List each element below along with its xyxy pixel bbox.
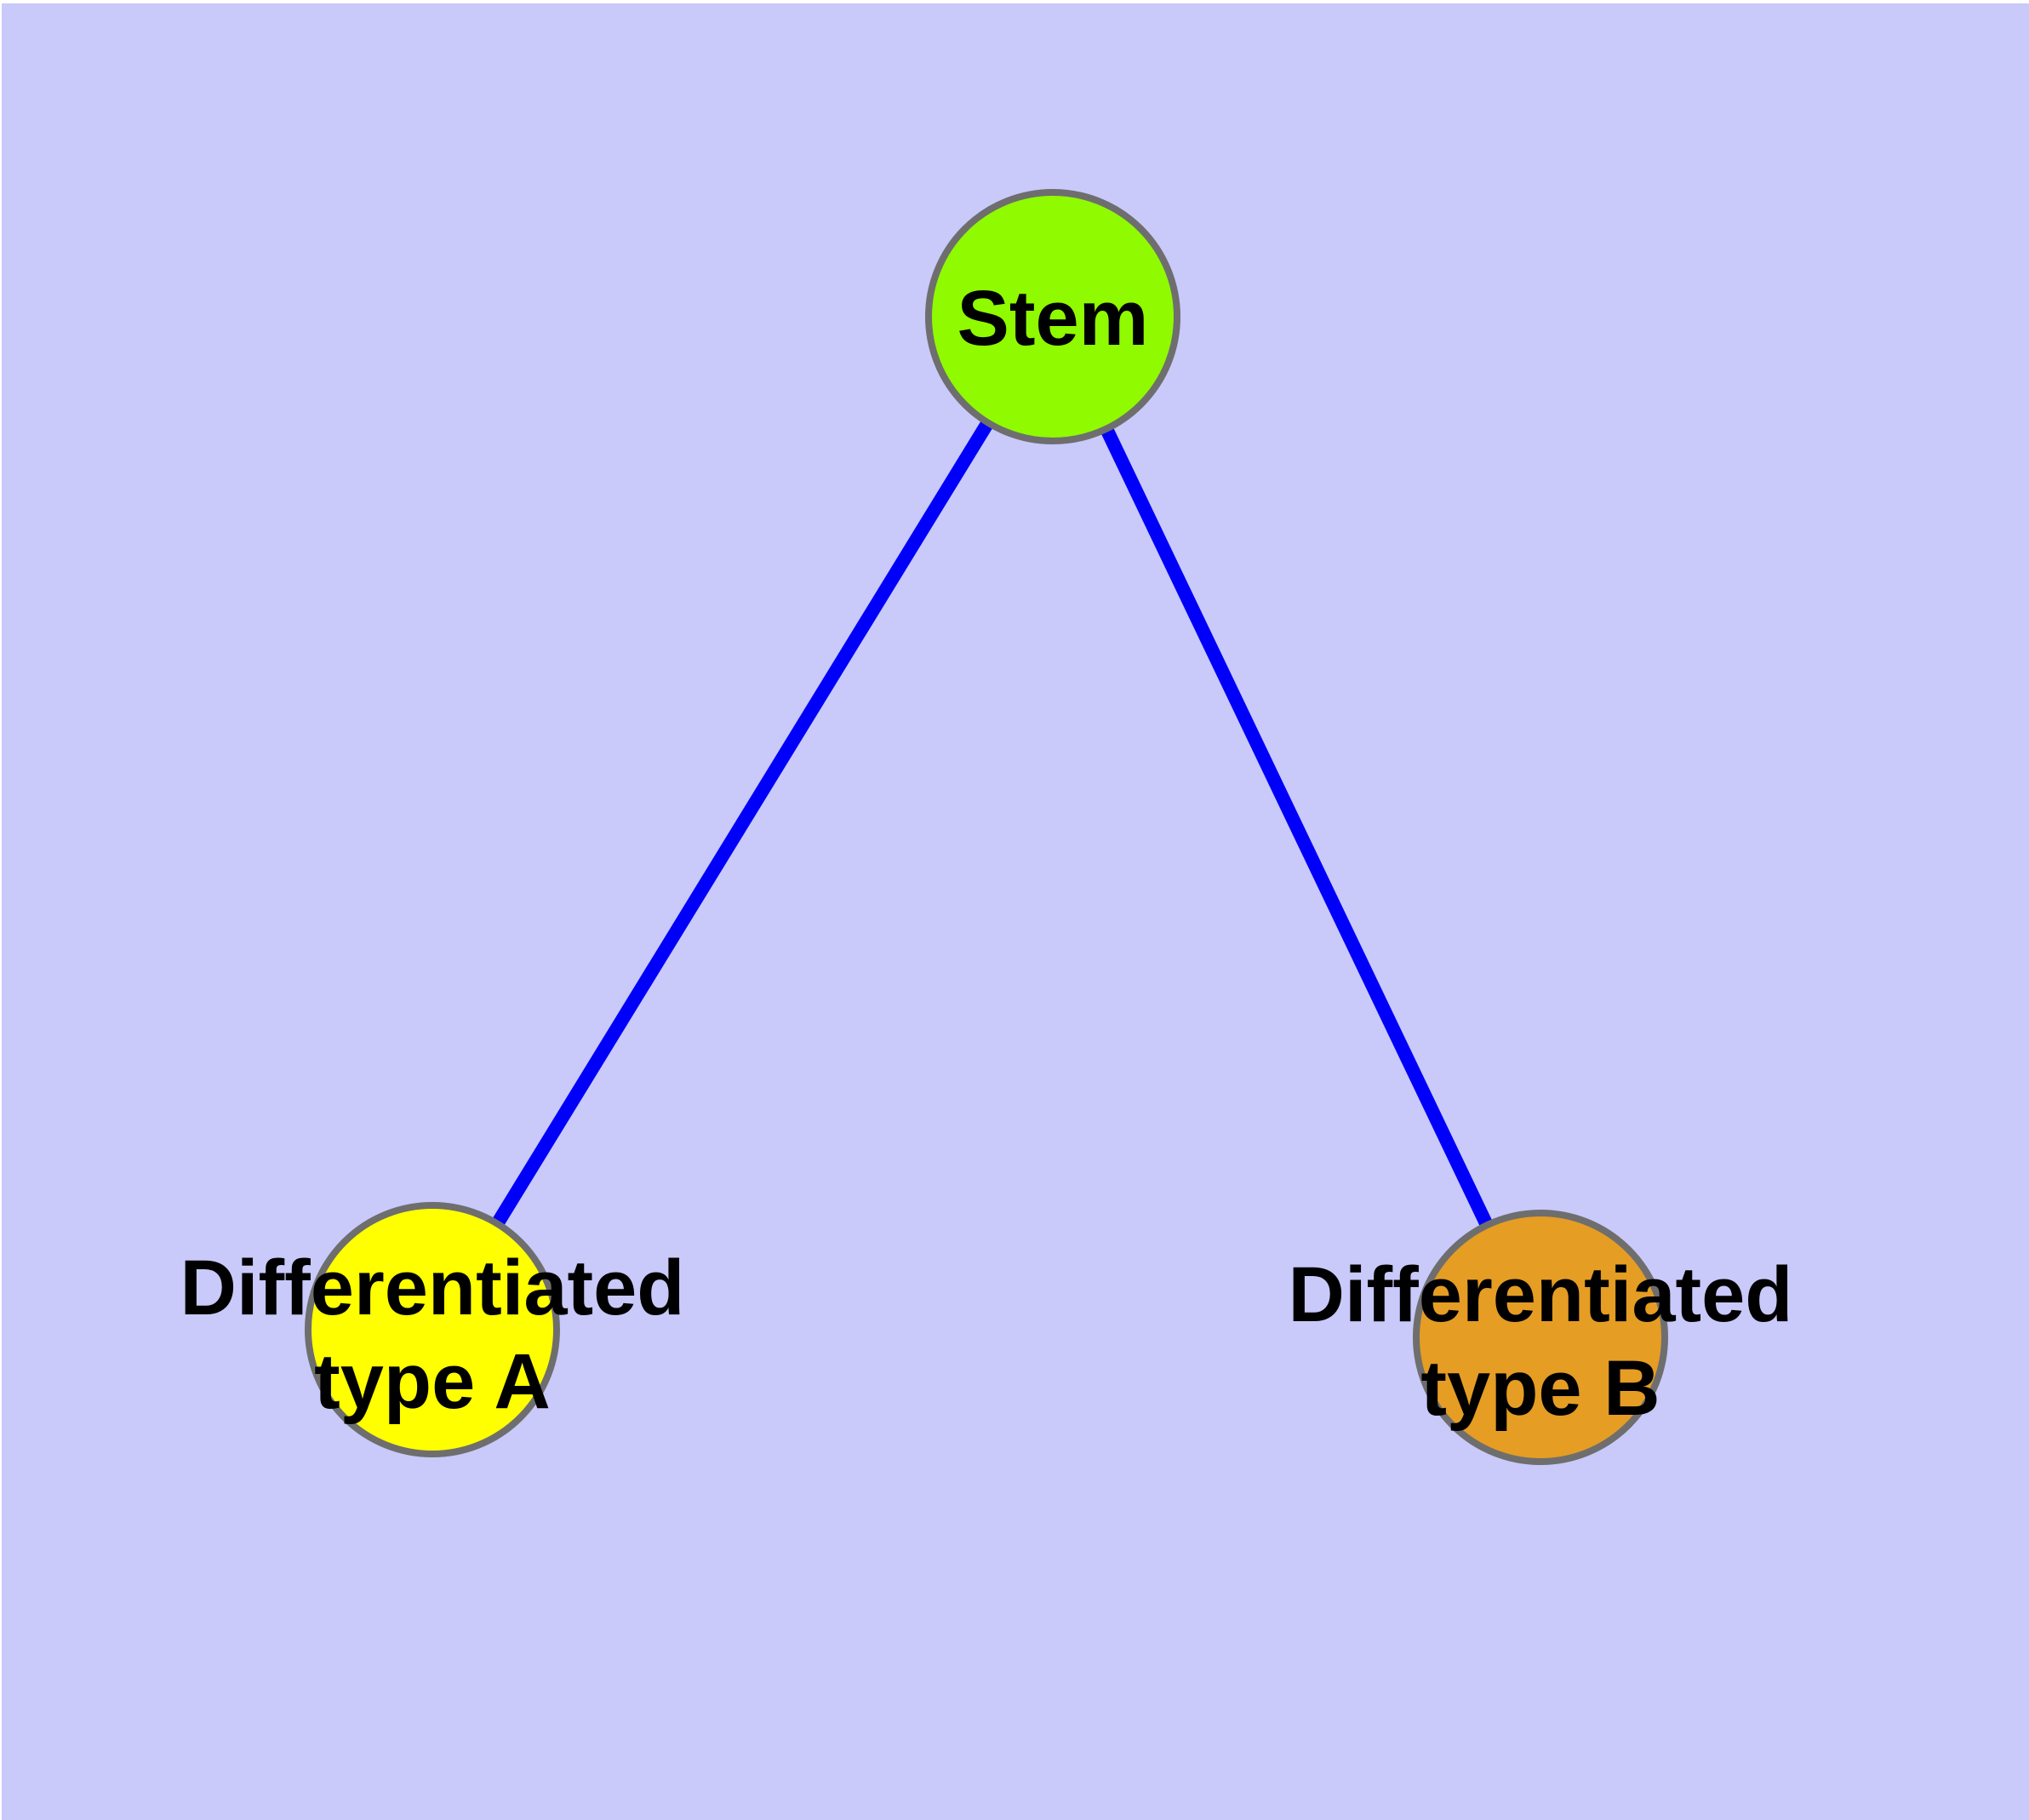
node-type-a-label: Differentiated type A: [180, 1241, 685, 1428]
node-differentiated-type-b: [1413, 1210, 1668, 1465]
edge-stem-to-type-a: [426, 312, 1059, 1334]
node-differentiated-type-a: [305, 1202, 560, 1457]
node-type-b-label-line-2: type B: [1420, 1345, 1660, 1432]
node-type-b-label: Differentiated type B: [1289, 1248, 1793, 1435]
edge-stem-to-type-b: [1046, 313, 1547, 1341]
node-type-a-label-line-2: type A: [314, 1338, 551, 1425]
node-stem-label-text: Stem: [957, 275, 1149, 362]
node-type-b-label-line-1: Differentiated: [1288, 1251, 1793, 1338]
node-type-a-label-line-1: Differentiated: [180, 1245, 685, 1331]
node-stem-label: Stem: [957, 272, 1149, 365]
node-stem: [925, 189, 1180, 444]
